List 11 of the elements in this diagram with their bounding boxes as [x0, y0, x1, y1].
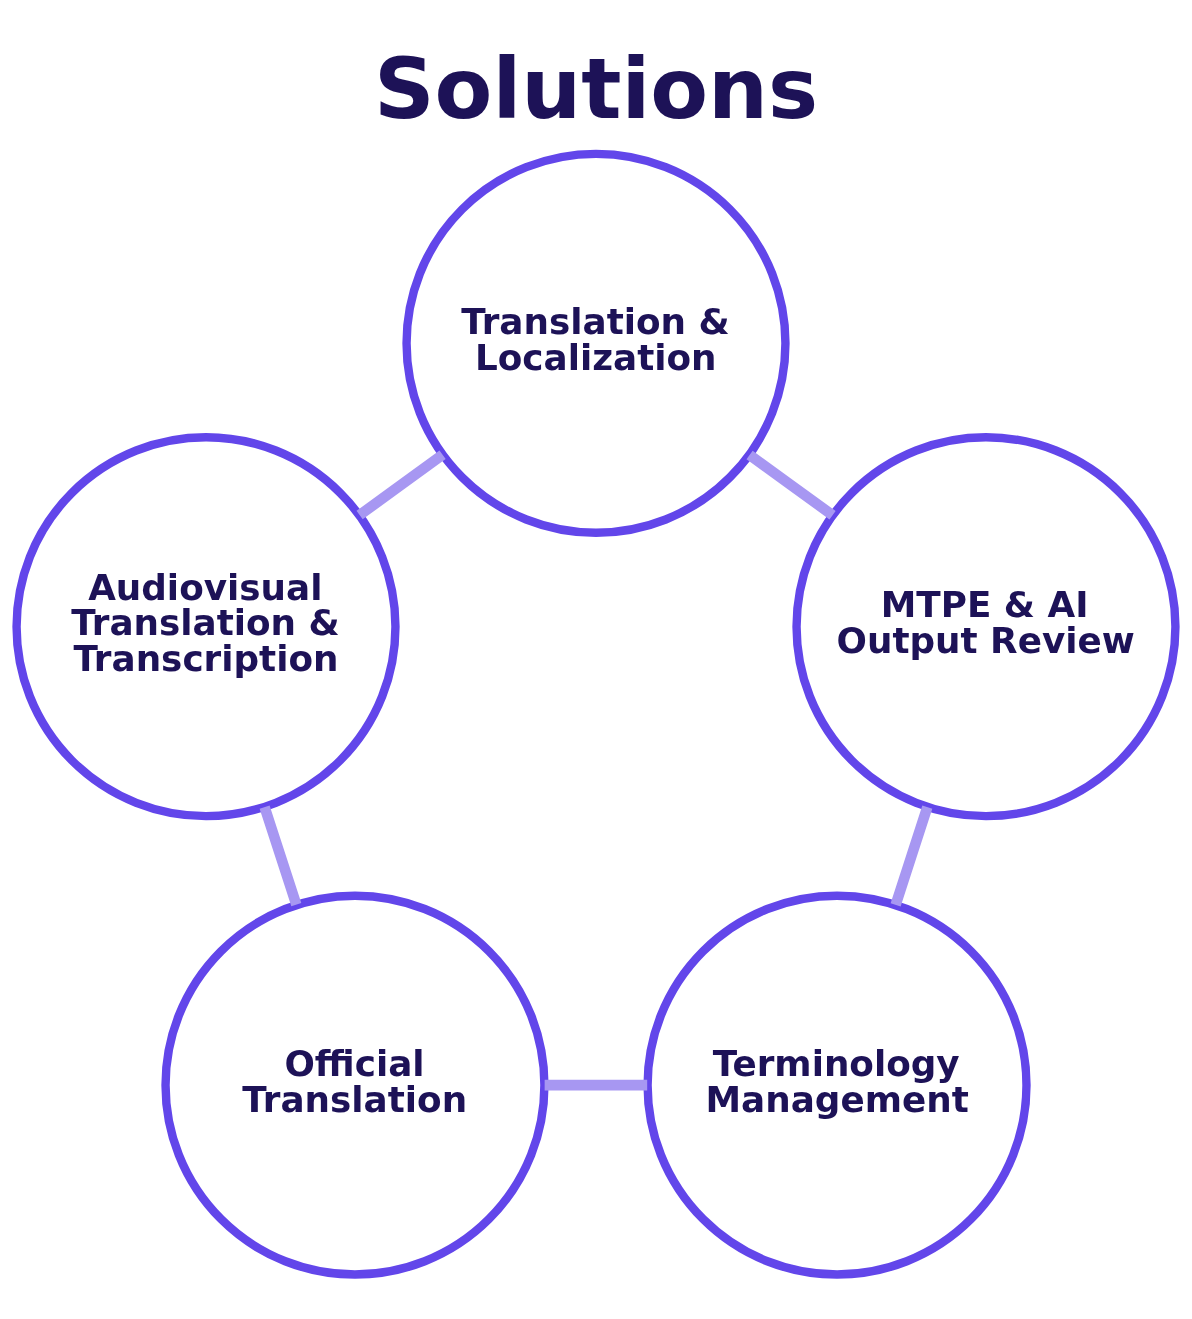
node-circle: Audiovisual Translation & Transcription [12, 433, 400, 821]
connector [746, 450, 836, 520]
connector [544, 1079, 648, 1091]
connector [356, 450, 446, 520]
node-circle: Official Translation [161, 891, 549, 1279]
connector [259, 805, 302, 907]
node-circle: Terminology Management [643, 891, 1031, 1279]
connector [890, 805, 933, 907]
node-circle: MTPE & AI Output Review [792, 433, 1180, 821]
node-circle: Translation & Localization [402, 149, 790, 537]
diagram-title: Solutions [373, 40, 819, 139]
